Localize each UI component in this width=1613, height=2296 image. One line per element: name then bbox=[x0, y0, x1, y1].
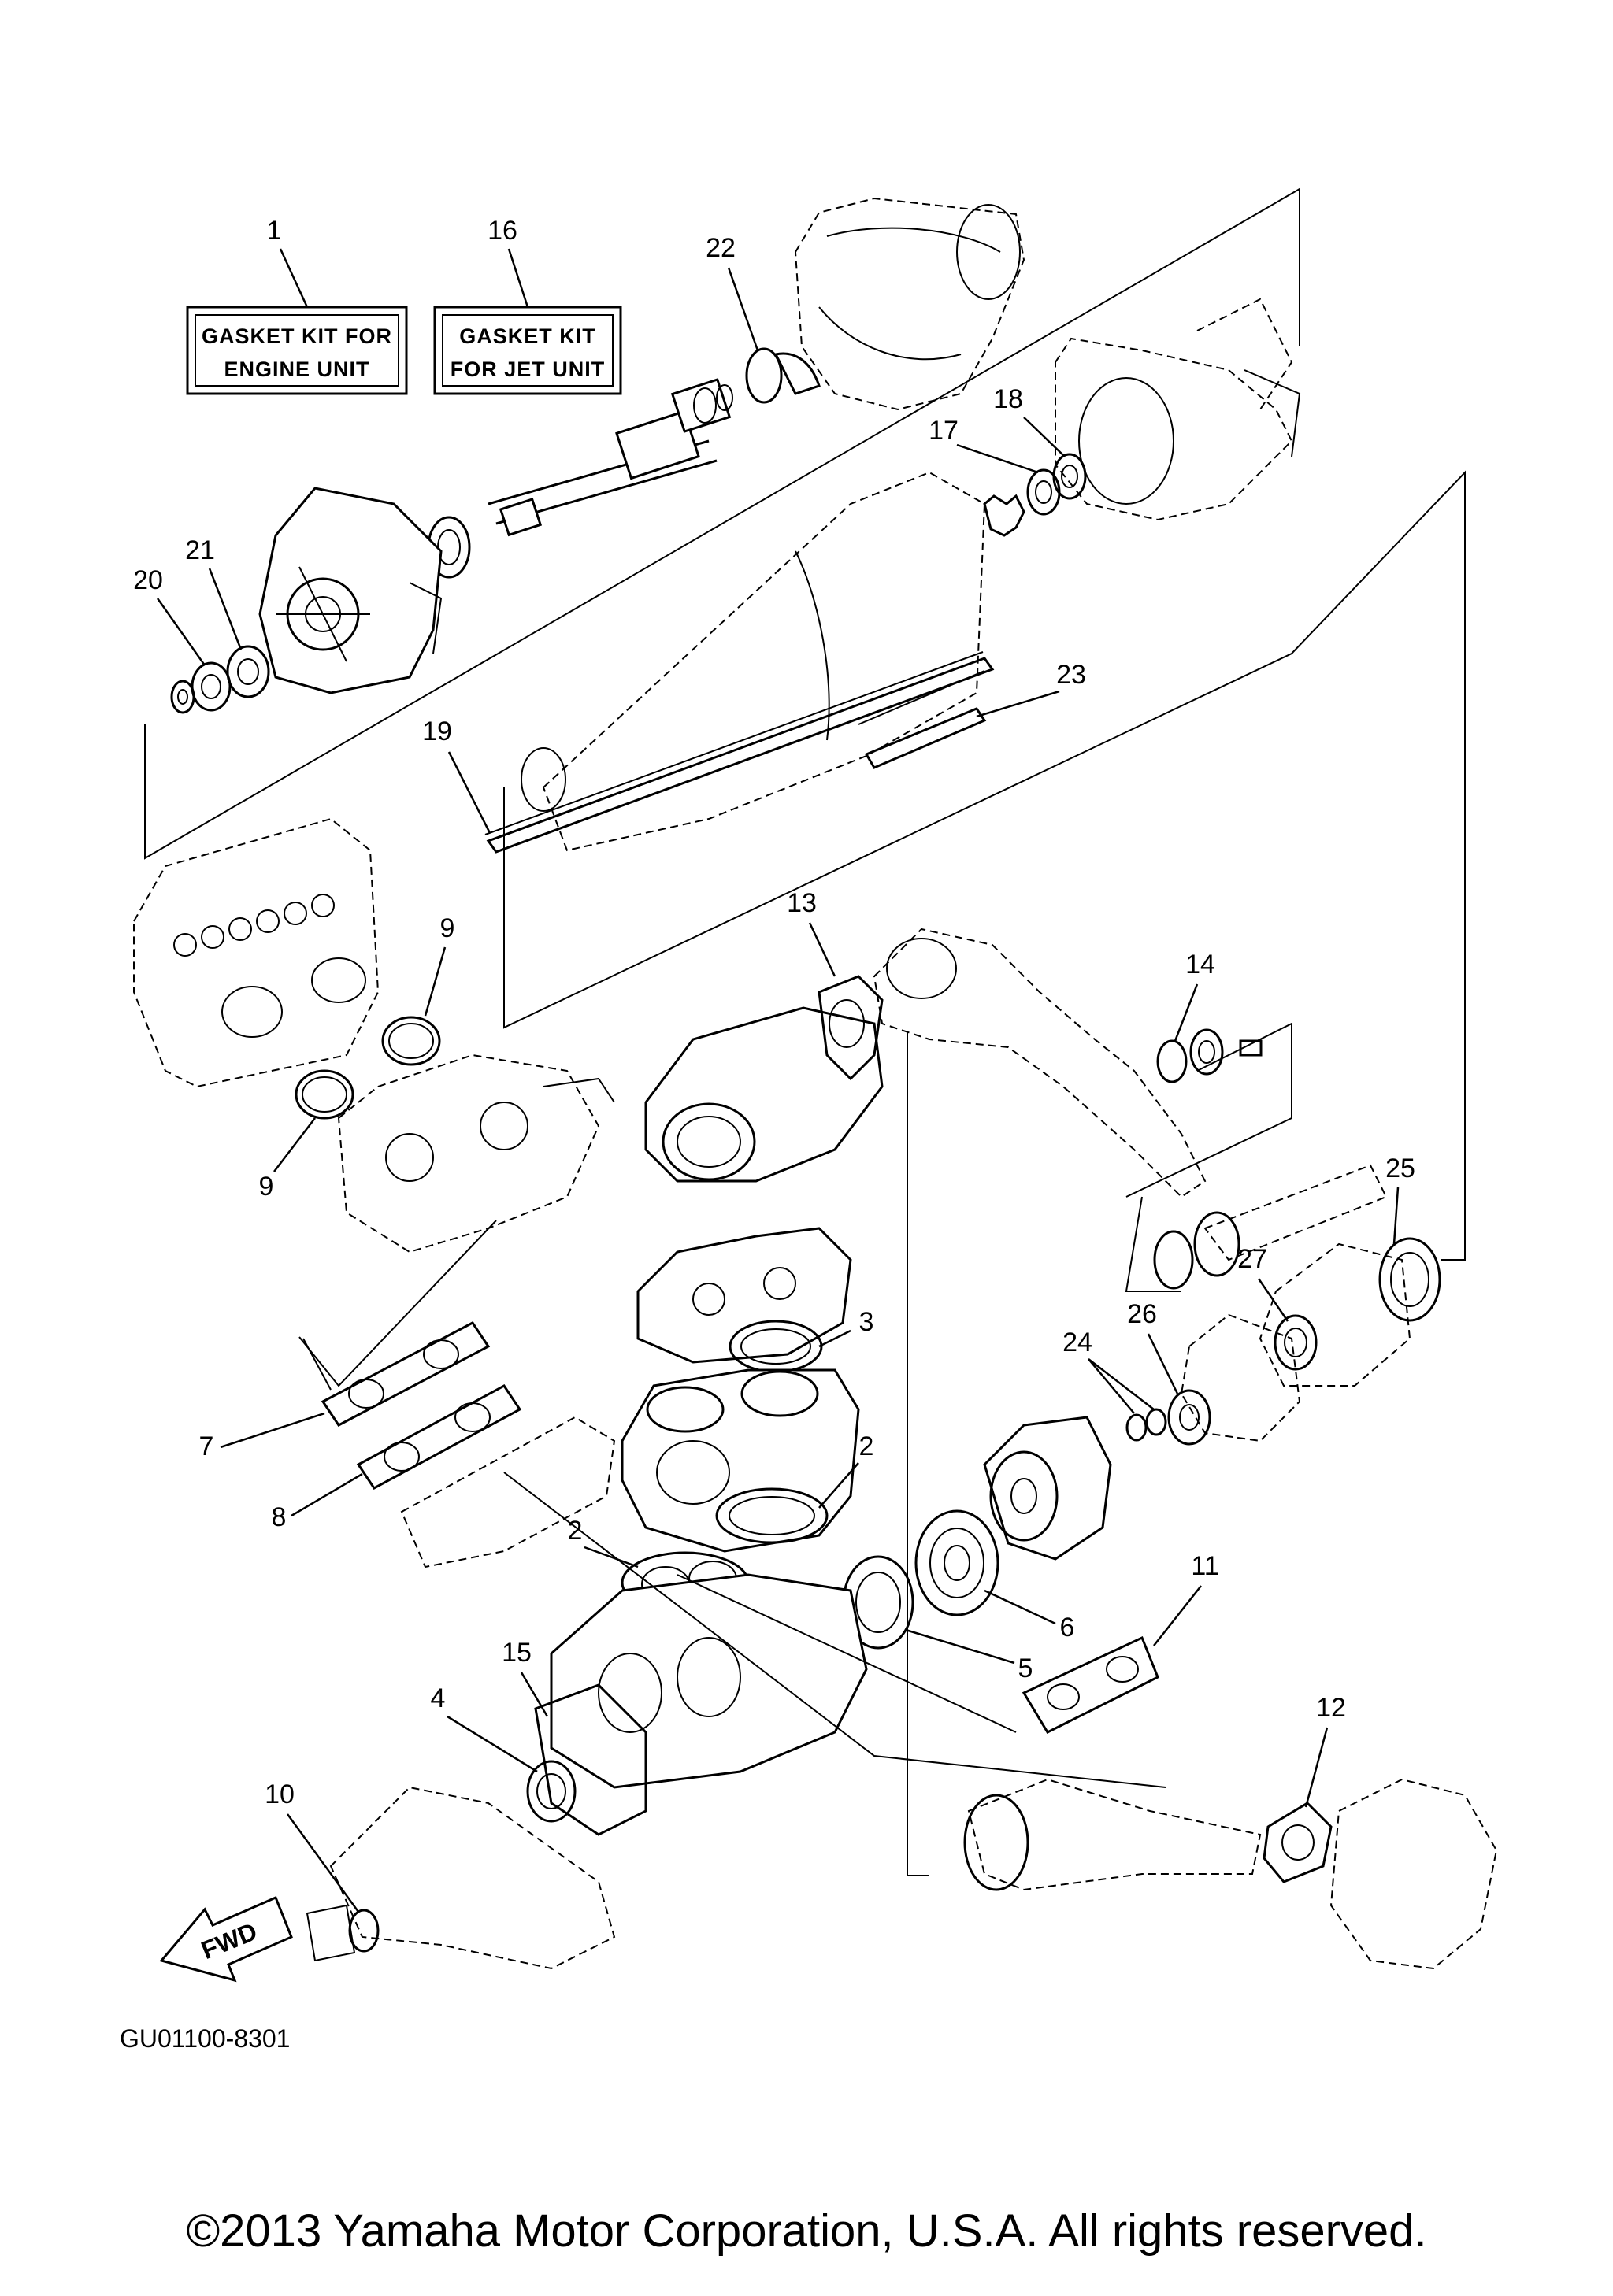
callout-21: 21 bbox=[185, 535, 215, 565]
leader-16 bbox=[507, 248, 529, 308]
part-23-strip bbox=[864, 707, 987, 769]
callout-20: 20 bbox=[133, 565, 163, 595]
callout-10: 10 bbox=[265, 1779, 295, 1809]
intake-silencer bbox=[133, 817, 380, 1088]
callout-24: 24 bbox=[1062, 1328, 1092, 1357]
callout-26: 26 bbox=[1127, 1299, 1157, 1329]
part-13-gasket bbox=[818, 975, 884, 1081]
part-4-oil-seal bbox=[526, 1760, 577, 1823]
callout-8: 8 bbox=[272, 1502, 287, 1532]
part-6-oil-seal bbox=[914, 1509, 999, 1616]
callout-27: 27 bbox=[1237, 1244, 1267, 1274]
callout-18: 18 bbox=[993, 384, 1023, 414]
bearing-housing bbox=[1259, 1242, 1411, 1387]
part-18-seal bbox=[1052, 453, 1087, 500]
group-outline-jet bbox=[144, 187, 1300, 860]
exhaust-chamber bbox=[873, 928, 1207, 1198]
part-20-oil-seal bbox=[191, 661, 232, 712]
callout-11: 11 bbox=[1191, 1551, 1218, 1581]
copyright-notice: ©2013 Yamaha Motor Corporation, U.S.A. A… bbox=[186, 2205, 1427, 2257]
part-14-gasket bbox=[1156, 1028, 1263, 1083]
part-21-oil-seal bbox=[226, 645, 270, 698]
callout-2-right: 2 bbox=[859, 1431, 874, 1461]
part-9-intake-seal-upper bbox=[381, 1016, 441, 1066]
callout-12: 12 bbox=[1316, 1693, 1346, 1723]
callout-6: 6 bbox=[1060, 1613, 1075, 1642]
flywheel-rotor bbox=[983, 1416, 1112, 1561]
part-25-seal bbox=[1378, 1237, 1441, 1322]
part-24-o-rings bbox=[1125, 1408, 1167, 1442]
callout-22: 22 bbox=[706, 233, 736, 263]
callout-16: 16 bbox=[488, 216, 517, 246]
part-26-bearing bbox=[1167, 1389, 1211, 1446]
part-20-washer bbox=[170, 680, 195, 714]
callout-7: 7 bbox=[199, 1431, 214, 1461]
callout-15: 15 bbox=[502, 1638, 532, 1668]
reed-valve-block bbox=[400, 1416, 616, 1568]
part-9-intake-seal-lower bbox=[295, 1069, 354, 1120]
callout-19: 19 bbox=[422, 717, 452, 746]
fwd-label: FWD bbox=[197, 1916, 261, 1965]
part-2-cylinder-gasket-upper bbox=[715, 1487, 829, 1544]
part-8-gasket bbox=[356, 1384, 522, 1490]
part-7-gasket bbox=[321, 1321, 491, 1427]
jet-pump-nozzle bbox=[794, 197, 1025, 411]
jet-tunnel-cover bbox=[521, 471, 986, 852]
callout-5: 5 bbox=[1018, 1653, 1033, 1683]
kit-box-engine-unit: GASKET KIT FOR ENGINE UNIT bbox=[186, 306, 408, 395]
leader-1 bbox=[279, 248, 309, 308]
callout-23: 23 bbox=[1056, 660, 1086, 690]
group-outline-exhaust bbox=[503, 470, 1466, 1261]
exhaust-manifold bbox=[644, 1006, 884, 1183]
water-lock-housing bbox=[1329, 1778, 1498, 1970]
exhaust-pipe bbox=[963, 1778, 1262, 1891]
part-27-oil-seal bbox=[1274, 1314, 1318, 1371]
callout-14: 14 bbox=[1185, 950, 1215, 980]
callout-25: 25 bbox=[1385, 1154, 1415, 1183]
kit-box-jet-unit: GASKET KIT FOR JET UNIT bbox=[433, 306, 622, 395]
cylinder-block bbox=[621, 1368, 860, 1553]
drive-shaft-assembly bbox=[427, 378, 733, 579]
callout-9-lower: 9 bbox=[259, 1172, 274, 1202]
callout-17: 17 bbox=[929, 416, 959, 446]
kit-box-jet-line2: FOR JET UNIT bbox=[451, 357, 606, 381]
part-22-o-ring bbox=[745, 347, 783, 404]
kit-box-engine-line2: ENGINE UNIT bbox=[224, 357, 369, 381]
callout-13: 13 bbox=[787, 888, 817, 918]
part-15-gasket bbox=[534, 1683, 647, 1836]
muffler-pipe bbox=[1125, 1164, 1388, 1292]
impeller-housing bbox=[1055, 298, 1301, 521]
carburetor-assembly bbox=[337, 1054, 615, 1254]
spline-gear bbox=[983, 494, 1025, 537]
callout-4: 4 bbox=[431, 1683, 446, 1713]
callout-1: 1 bbox=[267, 216, 282, 246]
cylinder-head bbox=[636, 1227, 852, 1364]
kit-box-engine-line1: GASKET KIT FOR bbox=[202, 324, 392, 348]
kit-box-jet-line1: GASKET KIT bbox=[459, 324, 596, 348]
part-10-gasket bbox=[306, 1904, 380, 1962]
lower-crankcase bbox=[329, 1786, 616, 1970]
callout-9-upper: 9 bbox=[440, 913, 455, 943]
diagram-code: GU01100-8301 bbox=[120, 2024, 290, 2053]
group-outline-carb bbox=[298, 1220, 497, 1387]
coupling-housing bbox=[1180, 1313, 1301, 1442]
part-19-gasket bbox=[486, 657, 995, 854]
intermediate-housing bbox=[258, 487, 443, 694]
part-11-gasket bbox=[1022, 1635, 1159, 1734]
crankcase bbox=[550, 1573, 868, 1789]
fwd-arrow-icon: FWD bbox=[159, 1896, 293, 1983]
part-12-gasket bbox=[1263, 1802, 1333, 1883]
callout-3: 3 bbox=[859, 1307, 874, 1337]
